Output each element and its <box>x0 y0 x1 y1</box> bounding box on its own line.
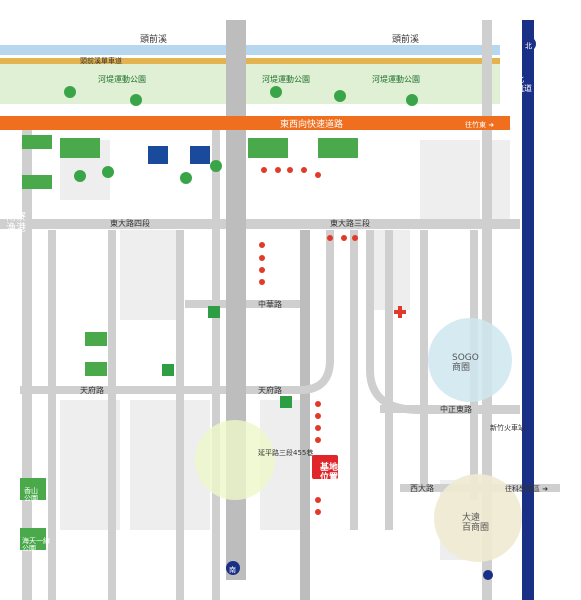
park-green-5 <box>20 478 46 500</box>
labels: 頭前溪 頭前溪 頭前溪單車道 河堤運動公園 河堤運動公園 河堤運動公園 東西向快… <box>6 33 548 574</box>
big-mall-area <box>434 474 522 562</box>
road-dongda-4: 東大路四段 <box>110 218 150 228</box>
road-tianfu: 天府路 <box>80 385 104 395</box>
road-zhongzheng: 中正東路 <box>440 404 472 414</box>
xiangshan-park: 香山公園 <box>24 486 38 503</box>
east-west-expressway <box>0 116 510 130</box>
zhubei-interchange: 竹北交流道 <box>508 74 532 93</box>
north-label: 北 <box>525 42 532 50</box>
park-green-6 <box>20 528 46 550</box>
address-road: 延平路三段455巷 <box>258 448 313 457</box>
south-arrow-icon <box>483 570 493 580</box>
convenience-store-icon <box>162 364 174 376</box>
haitian-park: 海天一線公園 <box>22 536 50 553</box>
road-zhonghua: 中華路 <box>258 299 282 309</box>
park-label-3: 河堤運動公園 <box>372 74 420 84</box>
expressway-label: 東西向快速道路 <box>280 118 343 130</box>
road-zhuke: 往科學園區 ➜ <box>505 484 548 493</box>
south-arrow-icon <box>226 561 240 575</box>
parks <box>20 135 358 550</box>
north-arrow-icon <box>522 37 536 51</box>
river-label-2: 頭前溪 <box>392 33 419 45</box>
national-highway-1 <box>522 20 534 600</box>
park-green-2 <box>22 175 52 189</box>
gym-icon-1 <box>148 146 168 164</box>
park-green-9 <box>318 138 358 158</box>
convenience-store-icon <box>280 396 292 408</box>
riverside-green <box>0 64 500 104</box>
park-green-4 <box>85 362 107 376</box>
dongda-road <box>0 219 520 229</box>
south-label: 南 <box>229 565 236 574</box>
park-green-1 <box>22 135 52 149</box>
hsr-station: 新竹火車站 <box>490 423 525 432</box>
bikeway-label: 頭前溪單車道 <box>80 56 122 65</box>
big-mall-label: 大遠百商圈 <box>462 511 489 533</box>
gym-icon-2 <box>190 146 210 164</box>
site-marker-icon <box>312 455 338 479</box>
nanliao-port: 南寮漁港 <box>6 210 26 234</box>
park-label-1: 河堤運動公園 <box>98 74 146 84</box>
river-label: 頭前溪 <box>140 33 167 45</box>
curved-road-2 <box>299 230 334 394</box>
park-green-8 <box>248 138 288 158</box>
yanping-road <box>300 230 310 600</box>
river-strip <box>0 45 500 55</box>
road-tianfu-2: 天府路 <box>258 385 282 395</box>
road-xida: 西大路 <box>410 483 434 493</box>
sogo-area <box>428 318 512 402</box>
convenience-store-icon <box>208 306 220 318</box>
poi-dots <box>259 167 358 515</box>
park-label-2: 河堤運動公園 <box>262 74 310 84</box>
site-label: 基地位置 <box>319 461 338 483</box>
expressway-arrow: 往竹東 ➜ <box>465 120 494 129</box>
bikeway-strip <box>0 58 500 64</box>
tianfu-road <box>20 386 310 394</box>
tree-icon <box>64 86 418 184</box>
road-dongda-3: 東大路三段 <box>330 218 370 228</box>
park-green-7 <box>60 138 100 158</box>
park-green-3 <box>85 332 107 346</box>
site-glow <box>195 420 275 500</box>
curved-road <box>366 230 520 414</box>
